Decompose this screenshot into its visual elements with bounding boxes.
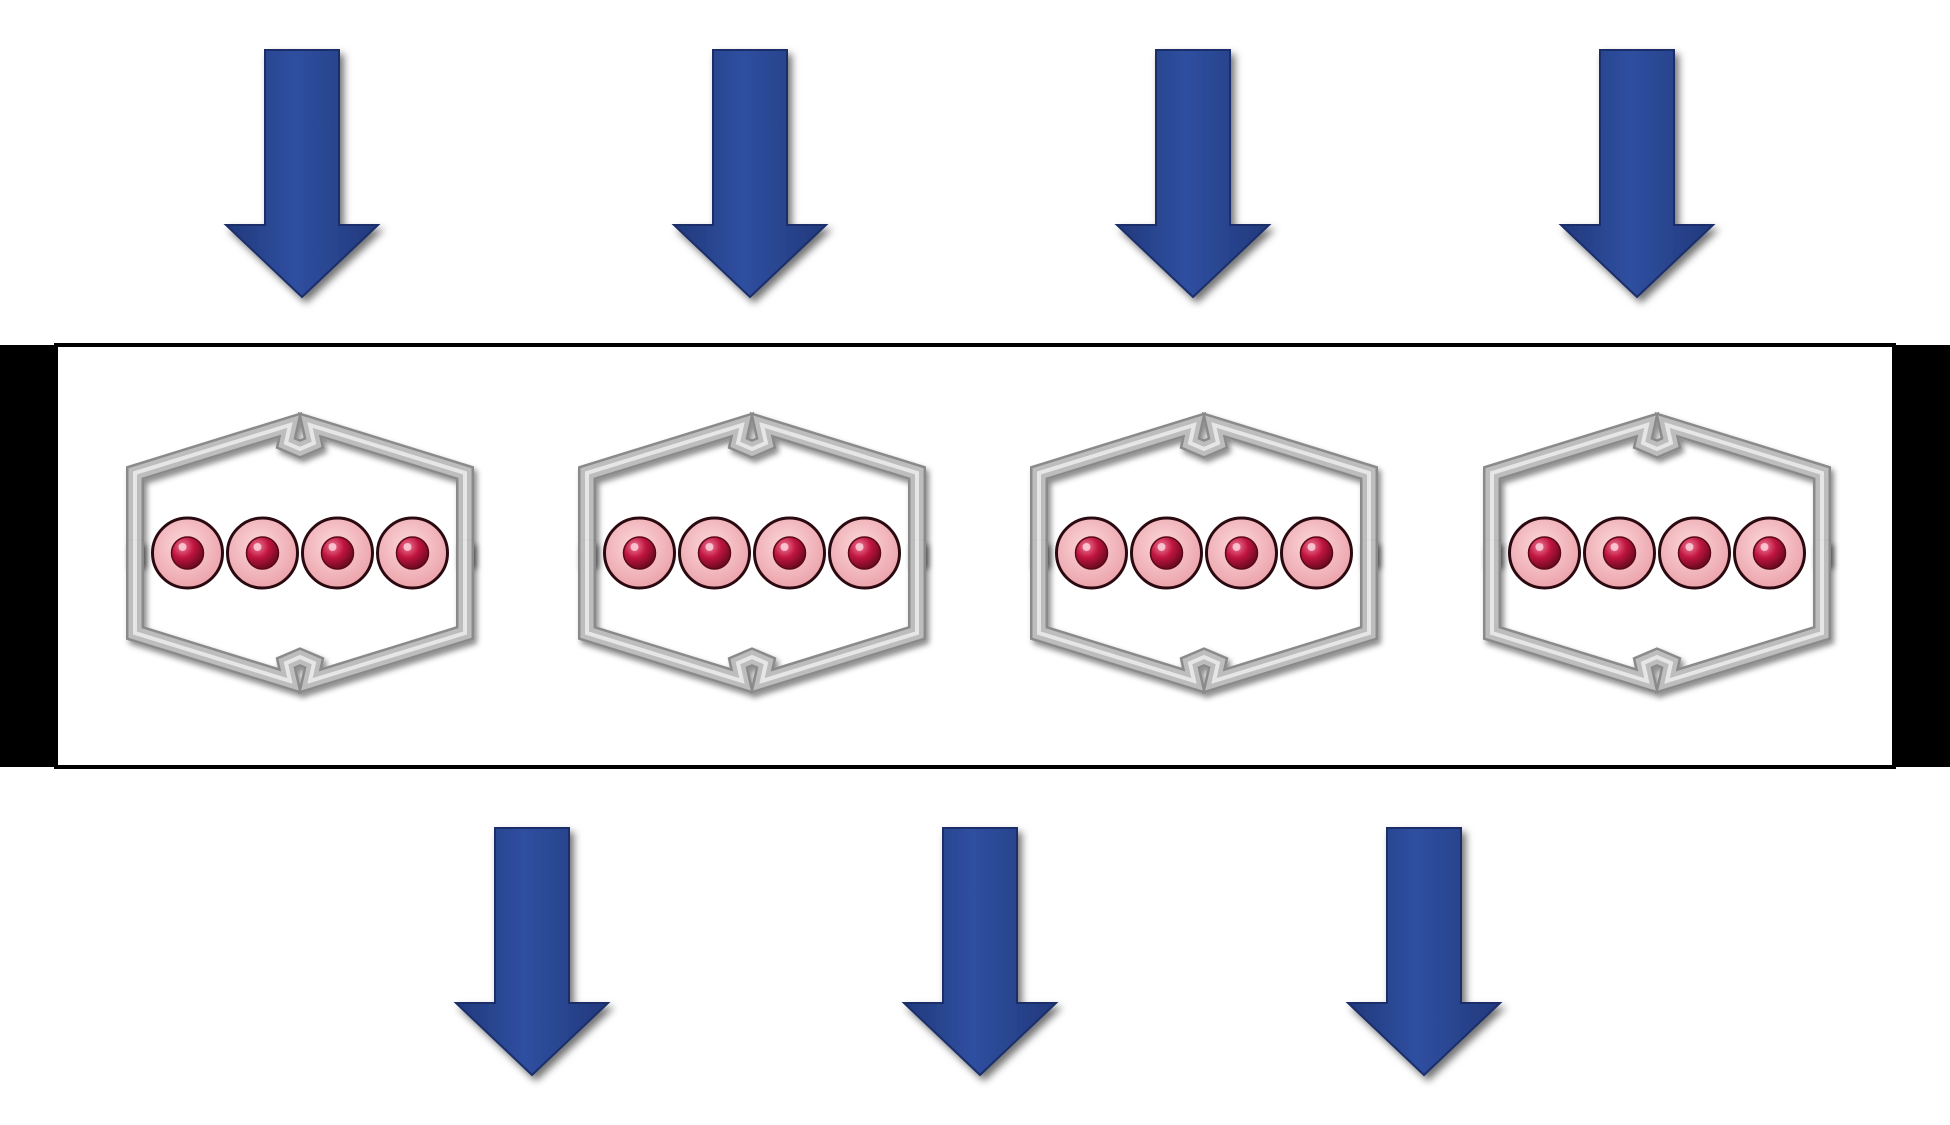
particle-glint	[254, 543, 262, 551]
particle-core	[1151, 537, 1183, 569]
particle-glint	[1233, 543, 1241, 551]
particle-core	[322, 537, 354, 569]
down-arrow-icon	[456, 828, 608, 1075]
particle-icon	[1282, 518, 1352, 588]
particle-glint	[1536, 543, 1544, 551]
particle-icon	[378, 518, 448, 588]
down-arrow-icon	[674, 50, 826, 297]
particle-core	[1301, 537, 1333, 569]
particle-icon	[1132, 518, 1202, 588]
particle-icon	[1057, 518, 1127, 588]
particle-glint	[1158, 543, 1166, 551]
particle-glint	[856, 543, 864, 551]
particle-icon	[1660, 518, 1730, 588]
particle-icon	[1510, 518, 1580, 588]
particle-icon	[228, 518, 298, 588]
particle-core	[1679, 537, 1711, 569]
particle-core	[1226, 537, 1258, 569]
particle-glint	[781, 543, 789, 551]
particle-core	[1076, 537, 1108, 569]
particle-core	[1529, 537, 1561, 569]
arrows-in	[226, 50, 1713, 297]
band-left-cap	[0, 345, 58, 767]
down-arrow-icon	[1348, 828, 1500, 1075]
particle-glint	[179, 543, 187, 551]
particle-core	[774, 537, 806, 569]
particle-icon	[303, 518, 373, 588]
particle-core	[1604, 537, 1636, 569]
down-arrow-icon	[904, 828, 1056, 1075]
particle-glint	[329, 543, 337, 551]
particle-icon	[153, 518, 223, 588]
particle-icon	[680, 518, 750, 588]
down-arrow-icon	[1561, 50, 1713, 297]
down-arrow-icon	[226, 50, 378, 297]
particle-glint	[631, 543, 639, 551]
arrows-out	[456, 828, 1500, 1075]
particle-icon	[605, 518, 675, 588]
particle-glint	[1611, 543, 1619, 551]
particle-core	[397, 537, 429, 569]
band-right-cap	[1892, 345, 1950, 767]
particle-glint	[1083, 543, 1091, 551]
particle-icon	[1585, 518, 1655, 588]
particle-core	[172, 537, 204, 569]
particle-icon	[830, 518, 900, 588]
particle-core	[699, 537, 731, 569]
particle-glint	[1761, 543, 1769, 551]
particle-icon	[1735, 518, 1805, 588]
particle-glint	[1686, 543, 1694, 551]
particle-icon	[1207, 518, 1277, 588]
particle-glint	[706, 543, 714, 551]
particle-core	[247, 537, 279, 569]
down-arrow-icon	[1117, 50, 1269, 297]
particle-core	[624, 537, 656, 569]
particle-glint	[1308, 543, 1316, 551]
particle-core	[849, 537, 881, 569]
particle-icon	[755, 518, 825, 588]
particle-core	[1754, 537, 1786, 569]
particle-glint	[404, 543, 412, 551]
